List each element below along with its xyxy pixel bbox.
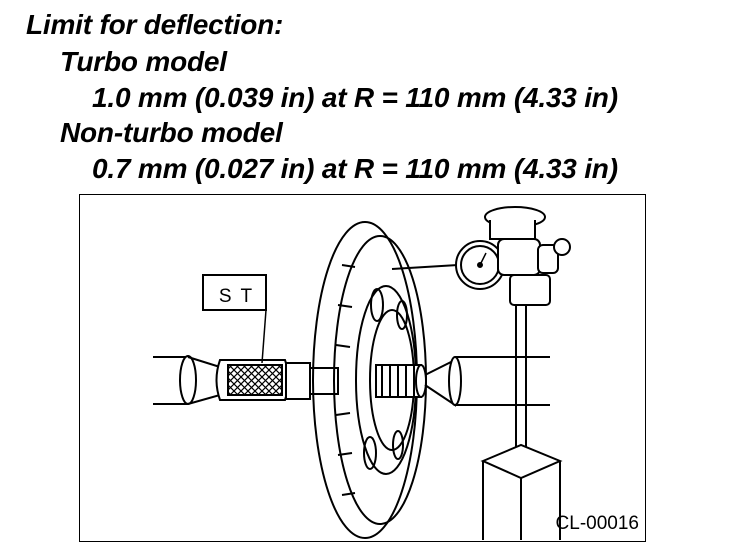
- spec-heading: Limit for deflection:: [26, 9, 284, 40]
- clutch-disc-illustration: [153, 206, 571, 540]
- turbo-model-value: 1.0 mm (0.039 in) at R = 110 mm (4.33 in…: [92, 82, 618, 113]
- hub-spline: [375, 364, 427, 398]
- st-label: S T: [218, 285, 255, 307]
- dial-gauge: [391, 240, 505, 290]
- right-shaft: [424, 356, 550, 407]
- turbo-model-label: Turbo model: [60, 46, 227, 77]
- figure-reference-code: CL-00016: [555, 513, 639, 534]
- st-tool: [215, 359, 339, 401]
- left-shaft: [153, 355, 221, 405]
- nonturbo-model-value: 0.7 mm (0.027 in) at R = 110 mm (4.33 in…: [92, 153, 618, 184]
- deflection-spec: Limit for deflection: Turbo model 1.0 mm…: [0, 0, 736, 190]
- clutch-disc-figure: S T CL-00016: [79, 194, 646, 542]
- magnetic-stand: [480, 206, 571, 540]
- nonturbo-model-label: Non-turbo model: [60, 117, 283, 148]
- st-label-box: [202, 274, 267, 364]
